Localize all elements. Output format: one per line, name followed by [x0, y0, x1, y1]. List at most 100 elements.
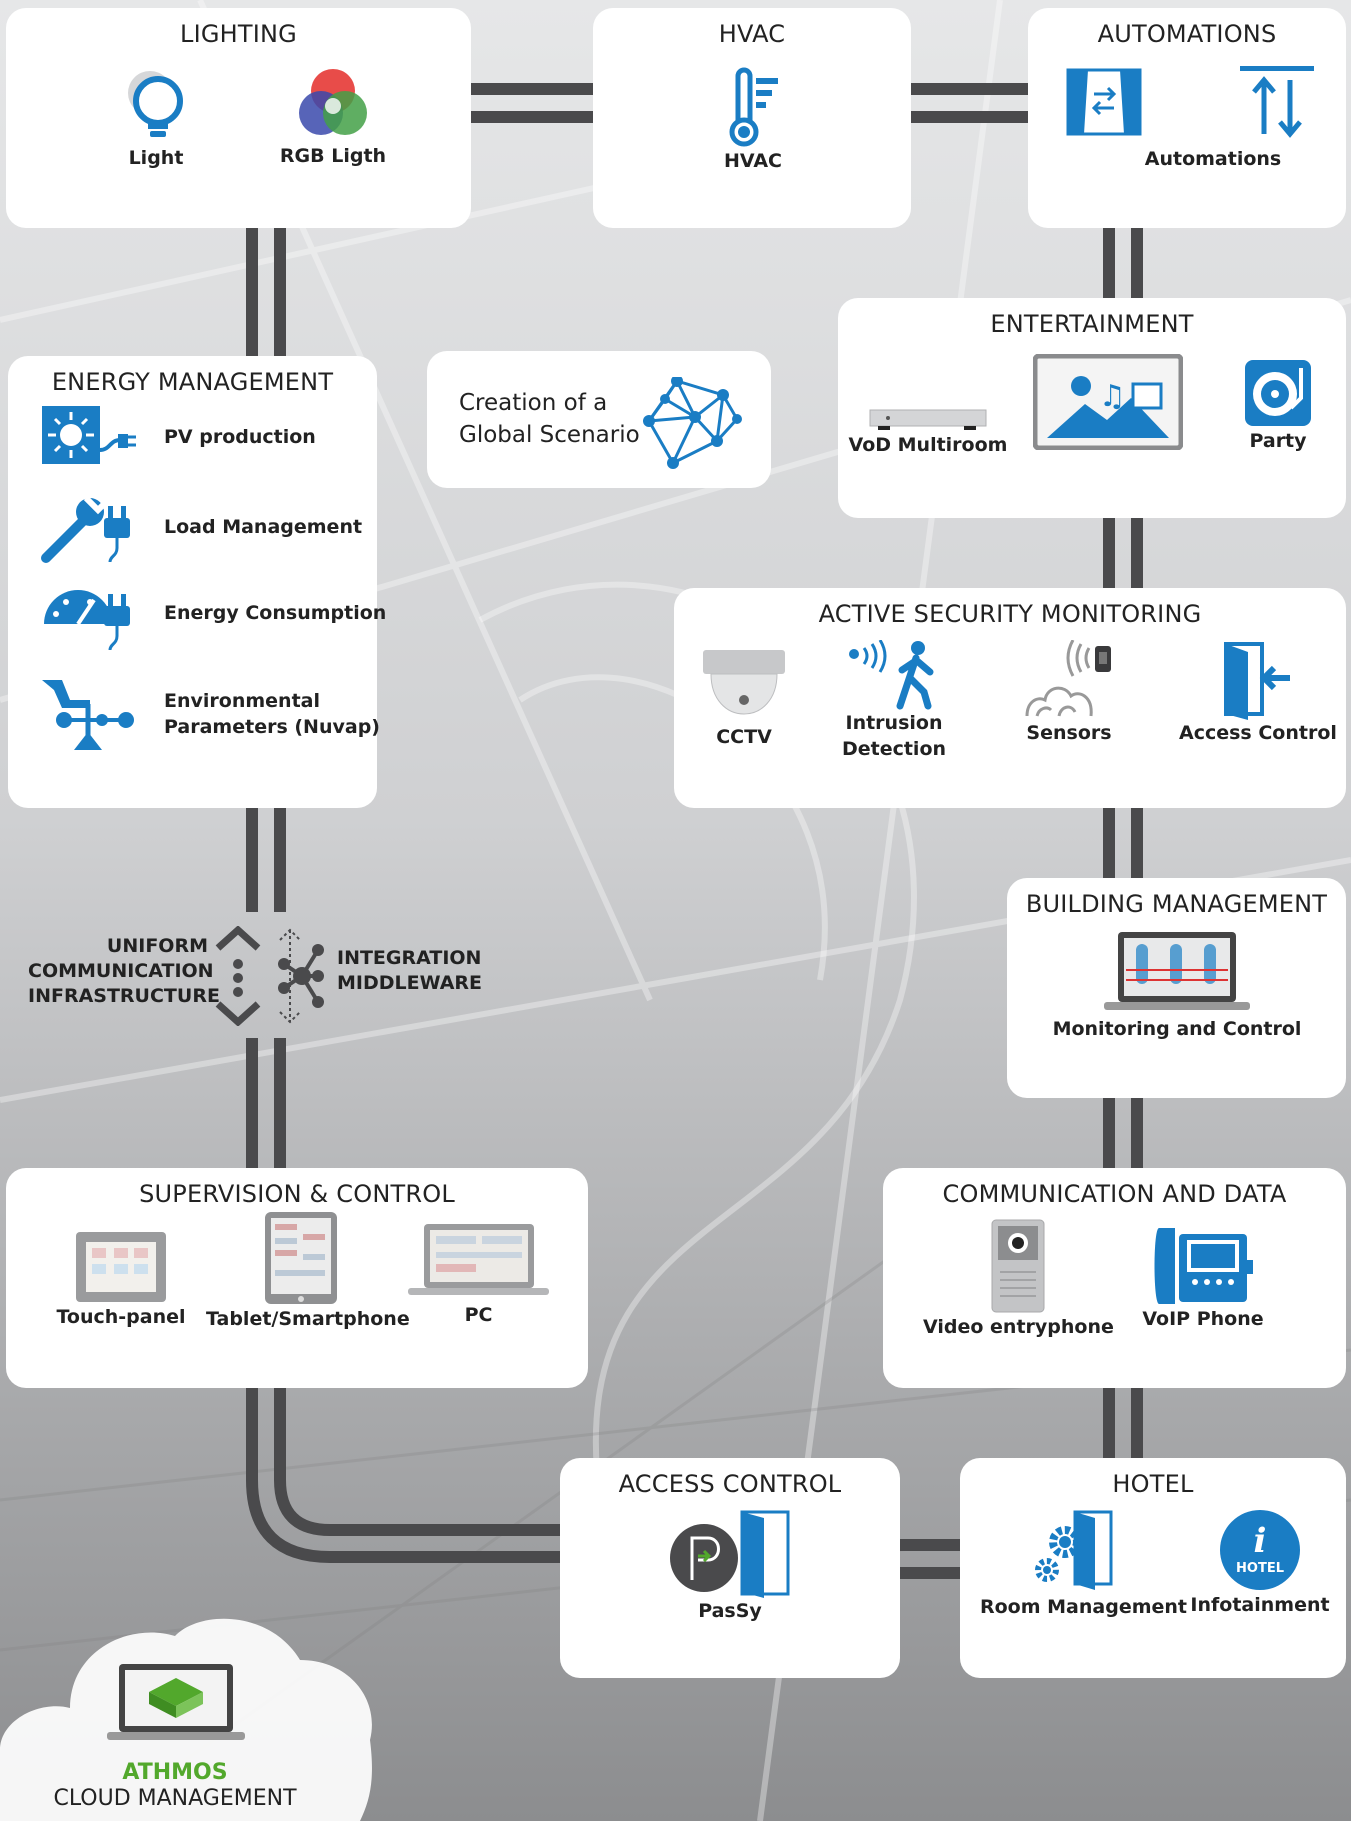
thermometer-icon — [729, 67, 778, 147]
communication-title: COMMUNICATION AND DATA — [942, 1180, 1287, 1208]
room-management-item[interactable]: Room Management — [980, 1508, 1187, 1620]
tablet-icon — [265, 1212, 337, 1304]
rgb-label: RGB Ligth — [279, 145, 387, 167]
security-title: ACTIVE SECURITY MONITORING — [818, 600, 1202, 628]
scenario-line-1: Creation of a — [459, 390, 608, 416]
uniform-communication-label: UNIFORM COMMUNICATION INFRASTRUCTURE — [28, 934, 220, 1009]
intrusion-label-line-2: Detection — [841, 738, 947, 760]
monitoring-label: Monitoring and Control — [1052, 1018, 1302, 1040]
hotel-card: HOTEL Room Management i HOTEL Infotainme… — [960, 1458, 1346, 1678]
environmental-label-line-1: Environmental — [164, 690, 320, 712]
energy-consumption-item[interactable]: Energy Consumption — [40, 580, 386, 650]
entertainment-title: ENTERTAINMENT — [990, 310, 1194, 338]
weather-station-icon — [42, 680, 134, 750]
hvac-card: HVAC HVAC — [593, 8, 911, 228]
pc-label: PC — [464, 1304, 493, 1326]
hvac-item[interactable]: HVAC — [698, 66, 808, 174]
video-entryphone-item[interactable]: Video entryphone — [923, 1218, 1114, 1340]
media-server-icon — [869, 409, 987, 430]
entertainment-card: ENTERTAINMENT ♫ VoD Multiroom Party — [838, 298, 1346, 518]
touch-panel-item[interactable]: Touch-panel — [46, 1230, 196, 1330]
sensors-item[interactable]: Sensors — [1009, 640, 1129, 746]
integration-middleware-label: INTEGRATION MIDDLEWARE — [337, 946, 482, 996]
voip-item[interactable]: VoIP Phone — [1133, 1224, 1273, 1332]
integration-line-1: INTEGRATION — [337, 947, 482, 969]
intrusion-item[interactable]: Intrusion Detection — [834, 640, 954, 762]
cloud-laptop-icon — [107, 1664, 245, 1740]
rgb-item[interactable]: RGB Ligth — [268, 63, 398, 169]
info-hotel-icon: i HOTEL — [1220, 1510, 1300, 1590]
light-label: Light — [128, 147, 184, 169]
intrusion-icon — [849, 640, 934, 710]
automations-item[interactable]: Automations — [1058, 64, 1328, 172]
energy-title: ENERGY MANAGEMENT — [51, 368, 334, 396]
automation-icon — [1066, 66, 1314, 138]
access-card: ACCESS CONTROL PasSy — [560, 1458, 900, 1678]
environmental-label-line-2: Parameters (Nuvap) — [164, 716, 380, 738]
uniform-line-3: INFRASTRUCTURE — [28, 985, 220, 1007]
tablet-item[interactable]: Tablet/Smartphone — [206, 1210, 410, 1332]
hvac-label: HVAC — [724, 150, 782, 172]
lighting-card: LIGHTING Light RGB Ligth — [6, 8, 471, 228]
communication-card: COMMUNICATION AND DATA Video entryphone … — [883, 1168, 1346, 1388]
touch-panel-label: Touch-panel — [56, 1306, 186, 1328]
party-item[interactable]: Party — [1228, 358, 1328, 454]
uniform-line-1: UNIFORM — [106, 935, 208, 957]
light-item[interactable]: Light — [101, 63, 211, 171]
building-card: BUILDING MANAGEMENT Monitoring and Contr… — [1007, 878, 1346, 1098]
gauge-plug-icon — [44, 590, 130, 650]
cctv-item[interactable]: CCTV — [694, 644, 794, 750]
laptop-monitor-icon — [1104, 932, 1250, 1010]
intrusion-label-line-1: Intrusion — [845, 712, 943, 734]
passy-icon — [670, 1510, 790, 1598]
laptop-icon — [408, 1224, 549, 1295]
cloud-brand: ATHMOS — [122, 1760, 228, 1785]
entryphone-icon — [991, 1219, 1045, 1313]
infotainment-label: Infotainment — [1190, 1594, 1330, 1616]
cloud-subtitle: CLOUD MANAGEMENT — [53, 1786, 297, 1811]
environmental-label: Environmental Parameters (Nuvap) — [164, 688, 380, 740]
pv-production-label: PV production — [164, 426, 316, 448]
info-letter: i — [1254, 1521, 1267, 1561]
solar-plug-icon — [42, 406, 136, 464]
hotel-title: HOTEL — [1112, 1470, 1194, 1498]
access-title: ACCESS CONTROL — [618, 1470, 842, 1498]
monitoring-item[interactable]: Monitoring and Control — [1027, 930, 1327, 1042]
pv-production-item[interactable]: PV production — [40, 404, 370, 474]
bulb-icon — [128, 71, 183, 137]
automations-card: AUTOMATIONS Automations — [1028, 8, 1346, 228]
load-management-label: Load Management — [164, 516, 363, 538]
access-control-security-item[interactable]: Access Control — [1179, 640, 1337, 746]
supervision-card: SUPERVISION & CONTROL Touch-panel Tablet… — [6, 1168, 588, 1388]
scenario-text: Creation of a Global Scenario — [459, 387, 640, 451]
energy-consumption-label: Energy Consumption — [164, 602, 387, 624]
hvac-title: HVAC — [718, 20, 786, 48]
video-entryphone-label: Video entryphone — [923, 1316, 1114, 1338]
vod-item[interactable]: VoD Multiroom — [848, 406, 1008, 458]
passy-item[interactable]: PasSy — [660, 1508, 800, 1624]
network-icon — [643, 377, 742, 469]
pc-item[interactable]: PC — [406, 1222, 551, 1328]
touch-panel-icon — [76, 1232, 166, 1302]
connector-lines — [246, 83, 1143, 1579]
media-frame-icon: ♫ — [1033, 354, 1183, 450]
environmental-item[interactable]: Environmental Parameters (Nuvap) — [40, 676, 380, 752]
scenario-line-2: Global Scenario — [459, 422, 640, 448]
security-card: ACTIVE SECURITY MONITORING CCTV Intrusio… — [674, 588, 1346, 808]
access-control-security-label: Access Control — [1179, 722, 1337, 744]
uniform-line-2: COMMUNICATION — [28, 960, 214, 982]
energy-card: ENERGY MANAGEMENT PV production Load Man… — [8, 356, 386, 808]
sensors-label: Sensors — [1026, 722, 1112, 744]
svg-text:♫: ♫ — [1099, 379, 1126, 414]
middleware-icons — [215, 926, 324, 1026]
wrench-plug-icon — [41, 495, 130, 563]
voip-phone-icon — [1154, 1228, 1253, 1304]
cctv-label: CCTV — [716, 726, 772, 748]
cloud-management: ATHMOS CLOUD MANAGEMENT — [0, 1600, 380, 1821]
door-enter-icon — [1224, 642, 1290, 720]
camera-dome-icon — [703, 650, 785, 715]
load-management-item[interactable]: Load Management — [40, 494, 370, 564]
infotainment-item[interactable]: i HOTEL Infotainment — [1185, 1508, 1335, 1618]
passy-label: PasSy — [698, 1600, 762, 1622]
turntable-icon — [1245, 360, 1311, 426]
